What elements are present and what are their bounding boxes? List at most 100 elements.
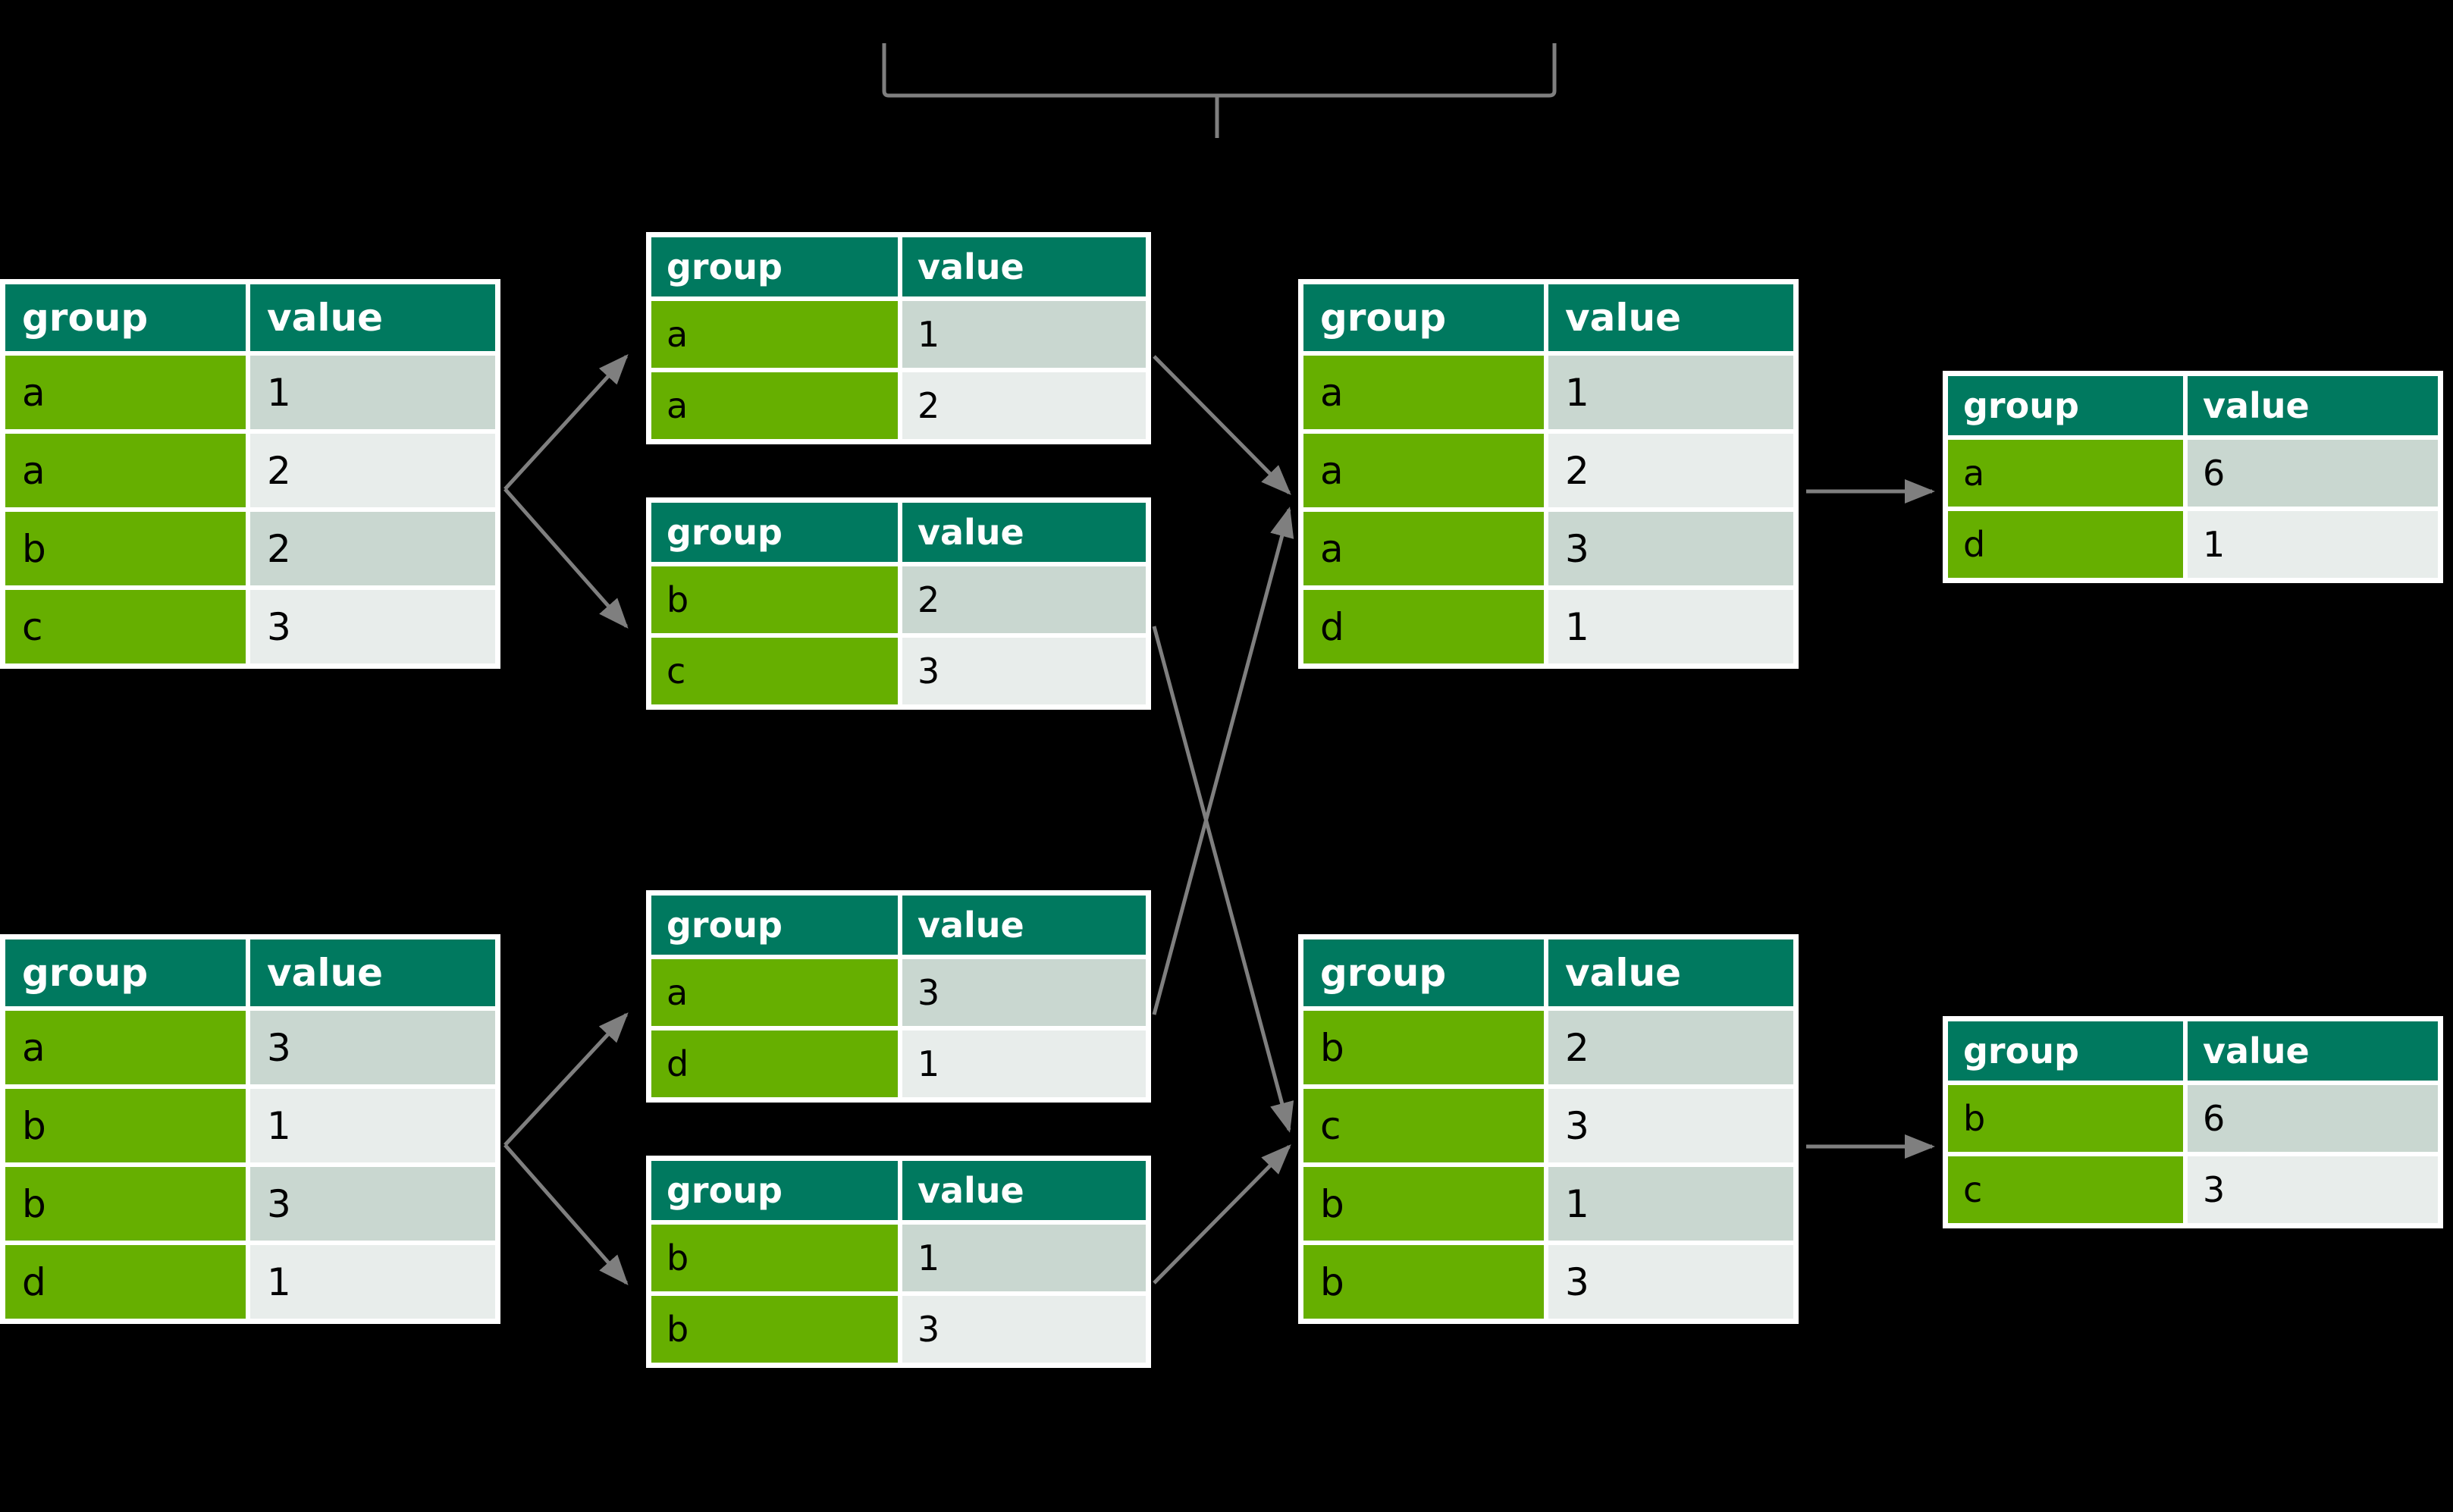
cell-group: d xyxy=(5,1245,246,1319)
cell-group: a xyxy=(5,434,246,507)
column-header-value: value xyxy=(902,503,1146,562)
cell-value: 1 xyxy=(250,1245,495,1319)
column-header-value: value xyxy=(2188,376,2438,435)
column-header-value: value xyxy=(1548,284,1793,351)
cell-group: b xyxy=(5,1089,246,1162)
cell-value: 2 xyxy=(902,566,1146,633)
cell-value: 1 xyxy=(1548,356,1793,429)
cell-value: 3 xyxy=(250,1011,495,1084)
cell-value: 1 xyxy=(1548,1167,1793,1241)
cell-group: b xyxy=(1303,1245,1544,1319)
edge-aggregate xyxy=(1806,478,1936,1159)
cell-group: a xyxy=(5,356,246,429)
cell-value: 3 xyxy=(1548,512,1793,585)
cell-value: 3 xyxy=(902,638,1146,704)
cell-group: d xyxy=(1948,511,2183,578)
cell-group: d xyxy=(651,1030,898,1097)
cell-group: b xyxy=(1303,1011,1544,1084)
column-header-group: group xyxy=(5,284,246,351)
cell-value: 3 xyxy=(902,959,1146,1026)
cell-group: b xyxy=(1303,1167,1544,1241)
cell-group: a xyxy=(1303,434,1544,507)
column-header-group: group xyxy=(5,940,246,1006)
cell-group: a xyxy=(5,1011,246,1084)
cell-value: 1 xyxy=(902,1225,1146,1291)
cell-value: 3 xyxy=(250,590,495,663)
cell-group: a xyxy=(651,301,898,368)
cell-value: 3 xyxy=(250,1167,495,1241)
column-header-group: group xyxy=(1303,940,1544,1006)
cell-group: b xyxy=(651,1296,898,1363)
column-header-value: value xyxy=(902,1161,1146,1220)
column-header-group: group xyxy=(1948,376,2183,435)
cell-group: b xyxy=(5,1167,246,1241)
cell-group: c xyxy=(1948,1156,2183,1223)
cell-group: a xyxy=(651,959,898,1026)
column-header-value: value xyxy=(902,896,1146,955)
cell-group: c xyxy=(651,638,898,704)
cell-group: c xyxy=(5,590,246,663)
cell-group: c xyxy=(1303,1089,1544,1162)
cell-value: 2 xyxy=(250,512,495,585)
edge-top-source-split xyxy=(503,354,629,629)
cell-value: 2 xyxy=(1548,434,1793,507)
cell-value: 1 xyxy=(250,356,495,429)
cell-value: 1 xyxy=(902,301,1146,368)
cell-group: a xyxy=(1948,440,2183,507)
cell-value: 3 xyxy=(902,1296,1146,1363)
column-header-group: group xyxy=(651,1161,898,1220)
cell-group: a xyxy=(1303,356,1544,429)
cell-group: b xyxy=(1948,1085,2183,1152)
column-header-group: group xyxy=(651,503,898,562)
cell-value: 2 xyxy=(1548,1011,1793,1084)
cell-value: 1 xyxy=(1548,590,1793,663)
column-header-value: value xyxy=(2188,1021,2438,1081)
column-header-group: group xyxy=(651,896,898,955)
cell-value: 1 xyxy=(250,1089,495,1162)
cell-group: b xyxy=(651,566,898,633)
cell-value: 2 xyxy=(902,372,1146,439)
cell-value: 3 xyxy=(2188,1156,2438,1223)
cell-group: d xyxy=(1303,590,1544,663)
column-header-group: group xyxy=(1948,1021,2183,1081)
